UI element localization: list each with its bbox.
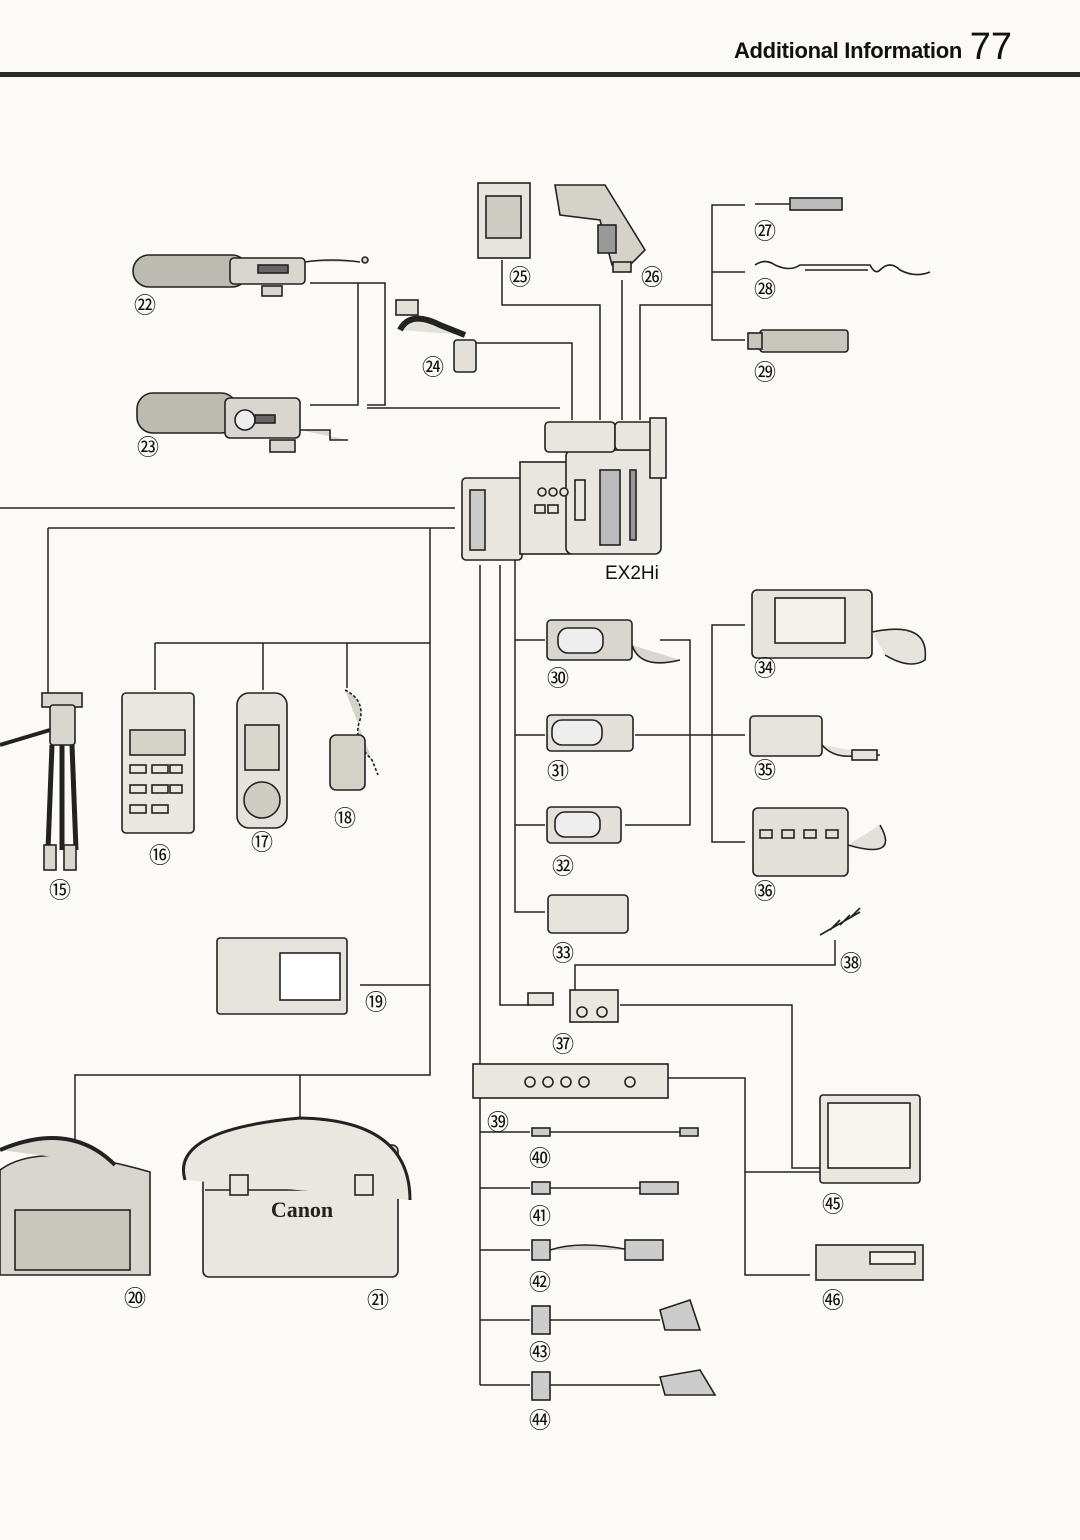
callout-36: ㊱ — [754, 879, 776, 904]
callout-30: ㉚ — [547, 666, 569, 691]
page-header: Additional Information 77 — [0, 0, 1080, 80]
case-19 — [216, 937, 348, 1015]
callout-44: ㊹ — [529, 1408, 551, 1433]
remote-18 — [329, 689, 379, 791]
callout-35: ㉟ — [754, 758, 776, 783]
callout-15: ⑮ — [49, 878, 71, 903]
callout-33: ㉝ — [552, 941, 574, 966]
callout-28: ㉘ — [754, 277, 776, 302]
charger-36 — [752, 807, 887, 877]
callout-43: ㊸ — [529, 1340, 551, 1365]
callout-25: ㉕ — [509, 265, 531, 290]
callout-38: ㊳ — [840, 951, 862, 976]
stereo-mic-23 — [136, 392, 348, 453]
camcorder-ex2hi — [461, 417, 667, 561]
callout-42: ㊷ — [529, 1270, 551, 1295]
soft-bag-20 — [0, 1136, 151, 1276]
callout-39: ㊴ — [487, 1110, 509, 1135]
callout-32: ㉜ — [552, 854, 574, 879]
callout-20: ⑳ — [124, 1286, 146, 1311]
callout-40: ㊵ — [529, 1146, 551, 1171]
callout-45: ㊺ — [822, 1192, 844, 1217]
battery-adapter-29 — [747, 329, 849, 353]
callout-17: ⑰ — [251, 830, 273, 855]
page-number: 77 — [969, 26, 1012, 68]
callout-22: ㉒ — [134, 293, 156, 318]
callout-41: ㊶ — [529, 1204, 551, 1229]
callout-31: ㉛ — [547, 759, 569, 784]
cables-40-44 — [531, 1127, 717, 1401]
callout-24: ㉔ — [422, 355, 444, 380]
callout-18: ⑱ — [334, 806, 356, 831]
vcr-46 — [815, 1244, 924, 1281]
adapter-35 — [749, 715, 880, 761]
remote-cable-27 — [755, 197, 843, 211]
adapter-39 — [472, 1063, 669, 1099]
tv-45 — [819, 1094, 921, 1184]
callout-23: ㉓ — [137, 435, 159, 460]
mic-holder-24 — [395, 299, 477, 373]
antenna-38 — [819, 907, 861, 936]
callout-26: ㉖ — [641, 265, 663, 290]
battery-31 — [546, 714, 634, 752]
callout-27: ㉗ — [754, 219, 776, 244]
camera-model-label: EX2Hi — [605, 563, 659, 584]
callout-37: ㊲ — [552, 1032, 574, 1057]
connection-lines — [0, 204, 836, 1386]
wrist-strap-28 — [754, 260, 931, 276]
shotgun-mic-22 — [132, 254, 369, 297]
callout-16: ⑯ — [149, 843, 171, 868]
battery-33 — [547, 894, 629, 934]
tripod-15 — [0, 692, 83, 871]
bag-brand-label: Canon — [271, 1197, 333, 1222]
remote-16 — [121, 692, 195, 834]
callout-21: ㉑ — [367, 1288, 389, 1313]
callout-34: ㉞ — [754, 656, 776, 681]
rf-unit-37 — [527, 989, 619, 1023]
hard-case-21 — [182, 1116, 412, 1278]
battery-32 — [546, 806, 622, 844]
callout-19: ⑲ — [365, 990, 387, 1015]
grip-26 — [554, 184, 647, 273]
battery-30 — [546, 619, 681, 664]
header-rule — [0, 72, 1080, 77]
callout-29: ㉙ — [754, 360, 776, 385]
charger-34 — [751, 589, 927, 665]
section-title: Additional Information — [733, 38, 962, 63]
remote-17 — [236, 692, 288, 829]
callout-46: ㊻ — [822, 1288, 844, 1313]
cassette-25 — [477, 182, 531, 259]
